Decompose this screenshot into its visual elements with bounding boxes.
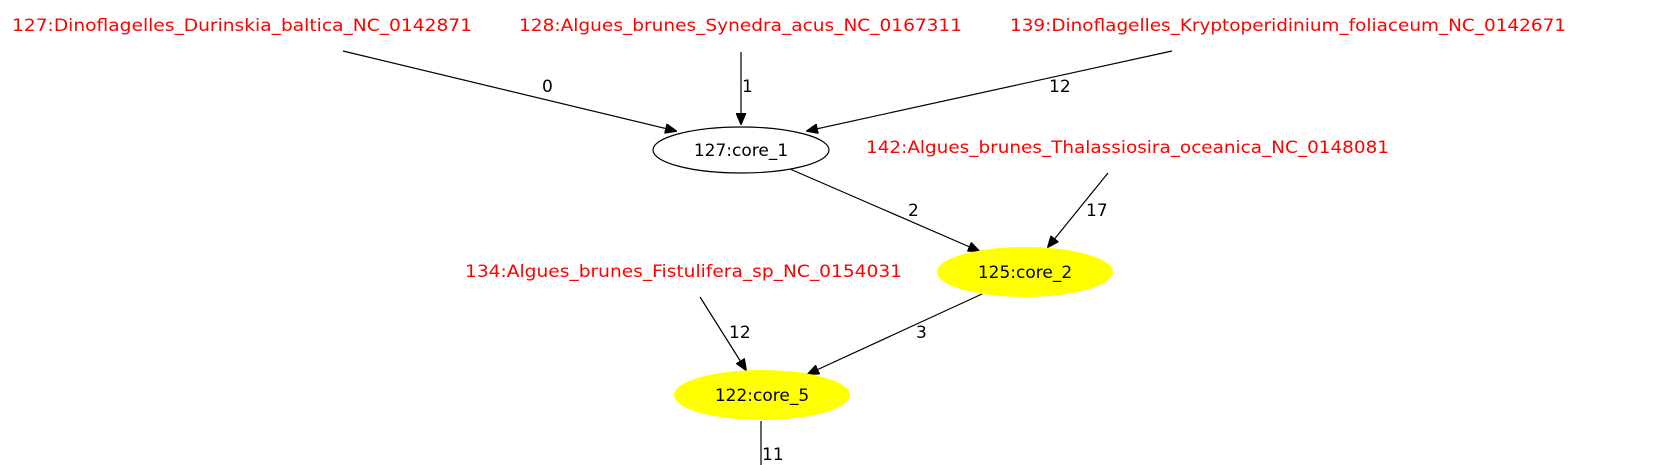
leaf-label-128: 128:Algues_brunes_Synedra_acus_NC_016731… — [519, 16, 962, 36]
leaf-label-127: 127:Dinoflagelles_Durinskia_baltica_NC_0… — [12, 16, 472, 36]
edge-label-core5-down: 11 — [762, 445, 784, 465]
edge-leaf139-core1 — [807, 50, 1173, 131]
leaf-labels-layer: 127:Dinoflagelles_Durinskia_baltica_NC_0… — [12, 16, 1566, 282]
leaf-label-134: 134:Algues_brunes_Fistulifera_sp_NC_0154… — [465, 262, 902, 282]
node-core-2: 125:core_2 — [937, 247, 1113, 297]
edge-core2-core5 — [808, 293, 983, 374]
edge-label-leaf134-core5: 12 — [729, 323, 751, 343]
node-core-1: 127:core_1 — [652, 126, 830, 174]
core-1-label: 127:core_1 — [694, 141, 788, 161]
edge-label-leaf139-core1: 12 — [1049, 77, 1071, 97]
edge-leaf142-core2 — [1048, 172, 1109, 247]
core-nodes-layer: 127:core_1 125:core_2 122:core_5 — [652, 126, 1113, 420]
edge-leaf127-core1 — [342, 50, 676, 131]
edge-label-core1-core2: 2 — [908, 201, 919, 221]
edge-core1-core2 — [789, 168, 979, 251]
edge-label-leaf128-core1: 1 — [742, 77, 753, 97]
core-1-shape — [652, 126, 830, 174]
core-5-label: 122:core_5 — [715, 386, 809, 406]
node-core-5: 122:core_5 — [674, 370, 850, 420]
core-2-shape — [937, 247, 1113, 297]
core-2-label: 125:core_2 — [978, 263, 1072, 283]
edge-leaf134-core5 — [699, 296, 746, 370]
leaf-label-139: 139:Dinoflagelles_Kryptoperidinium_folia… — [1010, 16, 1566, 36]
core-5-shape — [674, 370, 850, 420]
leaf-label-142: 142:Algues_brunes_Thalassiosira_oceanica… — [866, 138, 1389, 158]
edge-label-leaf142-core2: 17 — [1086, 201, 1108, 221]
edge-label-core2-core5: 3 — [916, 323, 927, 343]
edges-layer: 0 1 12 2 17 3 12 11 — [342, 50, 1173, 465]
edge-label-leaf127-core1: 0 — [542, 77, 553, 97]
